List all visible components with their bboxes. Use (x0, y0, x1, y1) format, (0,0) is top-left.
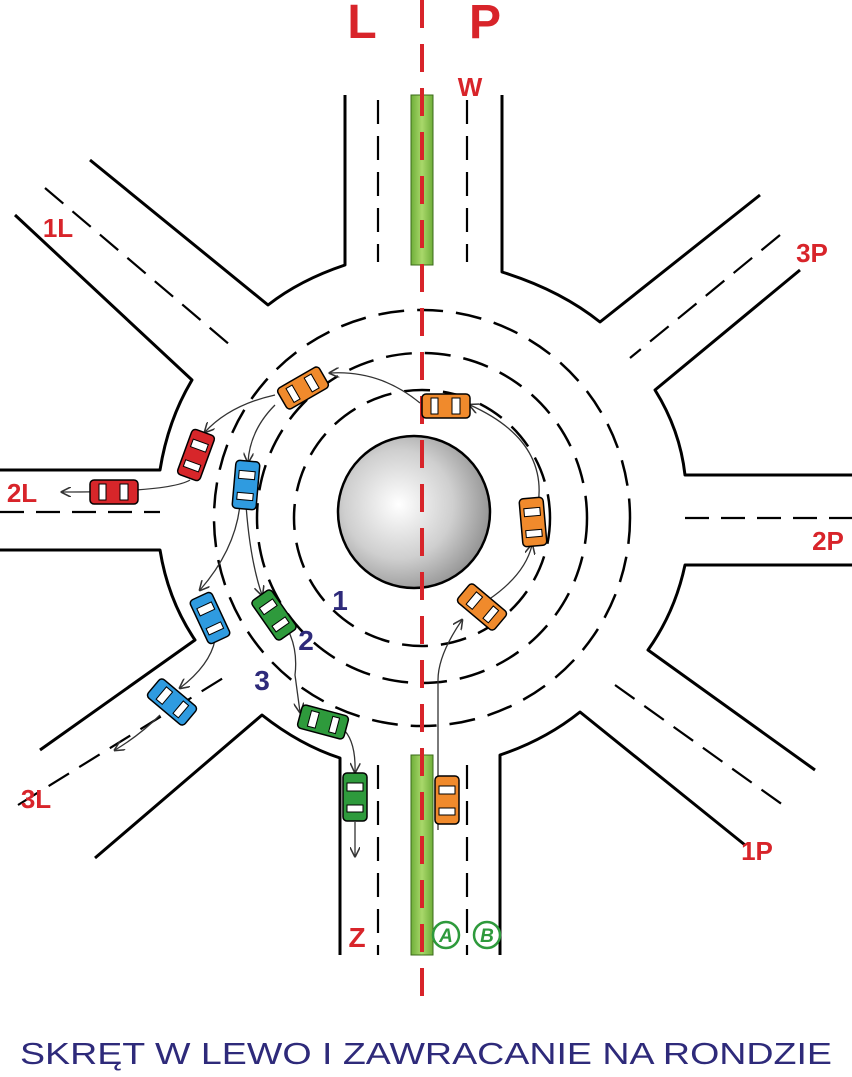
path-blue-exit-3L (115, 714, 161, 750)
path-orange-uturn (437, 620, 462, 830)
car-blue-3 (146, 678, 198, 726)
car-blue-1 (231, 459, 261, 511)
vehicle-paths (62, 373, 540, 856)
road-edges (0, 95, 852, 955)
car-orange-2 (456, 583, 508, 631)
label-exit-3L: 3L (21, 784, 51, 814)
label-lane-1: 1 (332, 585, 348, 616)
label-exit-2P: 2P (812, 526, 844, 556)
label-exit-1L: 1L (43, 213, 73, 243)
car-blue-2 (189, 591, 231, 645)
road-edge-lower-right-exit (646, 563, 852, 772)
central-island (336, 434, 492, 590)
label-exit-1P: 1P (741, 836, 773, 866)
road-edge-upper-right-exit (653, 268, 852, 477)
road-edge-top-right (500, 95, 761, 324)
road-edge-top-left (89, 95, 347, 307)
car-orange-5 (276, 366, 330, 410)
path-green-lane (245, 504, 262, 595)
label-exit-3P: 3P (796, 238, 828, 268)
car-orange-entry (434, 775, 460, 825)
caption: SKRĘT W LEWO I ZAWRACANIE NA RONDZIE (20, 1036, 832, 1071)
road-edge-lower-left-exit (0, 548, 197, 752)
car-orange-3 (518, 496, 548, 548)
arm-lane-dividers (0, 100, 852, 955)
path-red-exit-2L (205, 394, 276, 432)
lane-badge-b: B (480, 926, 494, 947)
car-green-2 (296, 704, 350, 740)
label-left-side: L (347, 0, 376, 49)
label-exit-2L: 2L (7, 478, 37, 508)
label-lane-2: 2 (298, 625, 314, 656)
lane-badge-a: A (438, 926, 453, 947)
cars (89, 366, 548, 825)
label-lane-3: 3 (254, 665, 270, 696)
car-green-3 (342, 772, 368, 822)
car-green-1 (251, 589, 297, 641)
label-right-side: P (469, 0, 501, 49)
car-orange-4 (421, 393, 471, 419)
road-edge-bottom-left (94, 713, 342, 955)
road-edge-bottom-right (498, 710, 746, 955)
car-red-2 (89, 479, 139, 505)
car-red-1 (176, 428, 216, 482)
road-edge-upper-left-exit (0, 213, 194, 472)
label-bottom-entry: Z (348, 922, 365, 953)
label-top-exit: W (458, 72, 483, 102)
lane-badges: A B (431, 920, 502, 950)
path-blue-lane (248, 404, 276, 462)
